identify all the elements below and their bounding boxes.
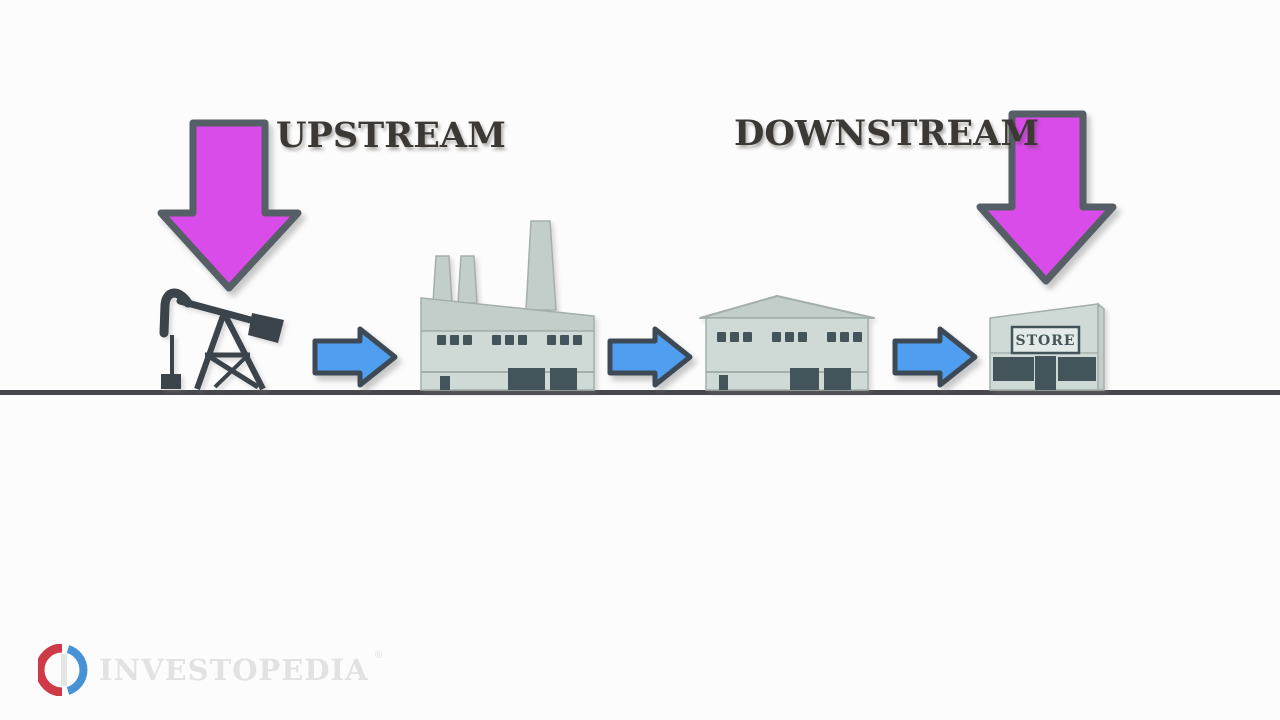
warehouse-icon [699,295,875,391]
store-sign-board [1010,325,1081,355]
flow-arrow-3-icon [892,326,978,388]
store-icon [989,302,1105,391]
warehouse-door-1 [790,368,819,390]
upstream-down-arrow-icon [157,119,302,292]
investopedia-wordmark: INVESTOPEDIA [99,653,369,687]
warehouse-small-door [719,375,728,390]
ground-line [0,390,1280,395]
factory-door-2 [550,368,577,390]
store-window-right [1058,357,1096,381]
downstream-label: DOWNSTREAM [734,113,1040,154]
warehouse-windows [717,332,862,342]
investopedia-circle-icon [38,644,88,696]
factory-windows [437,335,582,345]
warehouse-door-2 [824,368,851,390]
downstream-down-arrow-icon [976,110,1117,285]
upstream-label: UPSTREAM [276,115,506,156]
flow-arrow-2-icon [607,326,693,388]
registered-trademark-symbol: ® [373,650,384,661]
factory-small-door [440,376,450,390]
store-sign-text: STORE [1015,333,1076,349]
store-door [1035,356,1056,390]
flow-arrow-1-icon [312,326,398,388]
store-window-left [993,357,1034,381]
oil-pump-icon [159,288,284,391]
factory-door-1 [508,368,545,390]
factory-icon [420,220,595,391]
investopedia-logo: INVESTOPEDIA ® [38,644,384,696]
